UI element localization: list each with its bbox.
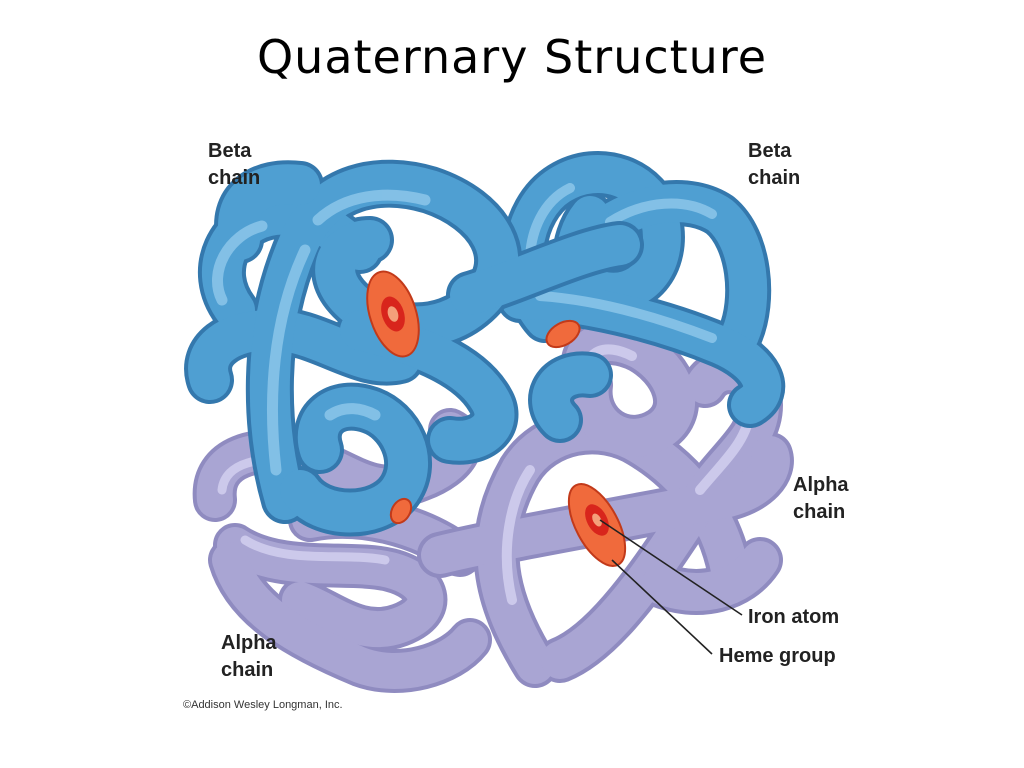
heme-group-alpha-left: [389, 497, 413, 525]
alpha-chain-label-left-line1: Alpha: [221, 632, 277, 654]
beta-chain-label-left-line2: chain: [208, 167, 261, 189]
copyright-credit: ©Addison Wesley Longman, Inc.: [183, 699, 343, 711]
alpha-chain-label-left: Alpha chain: [221, 630, 277, 684]
beta-chain-label-right-line2: chain: [748, 167, 801, 189]
heme-group-label: Heme group: [719, 645, 836, 667]
alpha-chain-label-right-line2: chain: [793, 501, 846, 523]
heme-group-alpha-right: [567, 483, 627, 567]
beta-chain-label-left-line1: Beta: [208, 140, 252, 162]
heme-group-beta-right: [545, 319, 581, 349]
beta-chain-label-left: Beta chain: [208, 138, 260, 192]
slide-title: Quaternary Structure: [256, 30, 768, 84]
alpha-chain-label-right-line1: Alpha: [793, 474, 849, 496]
iron-atom-leader-line: [599, 519, 743, 616]
beta-chain-left: [184, 159, 644, 537]
heme-group-leader-line: [611, 559, 713, 655]
alpha-chain-label-left-line2: chain: [221, 659, 274, 681]
beta-chain-label-right: Beta chain: [748, 138, 800, 192]
alpha-chain-label-right: Alpha chain: [793, 472, 849, 526]
beta-chain-label-right-line1: Beta: [748, 140, 792, 162]
iron-atom-label: Iron atom: [748, 606, 840, 628]
heme-group-beta-left: [366, 270, 420, 358]
